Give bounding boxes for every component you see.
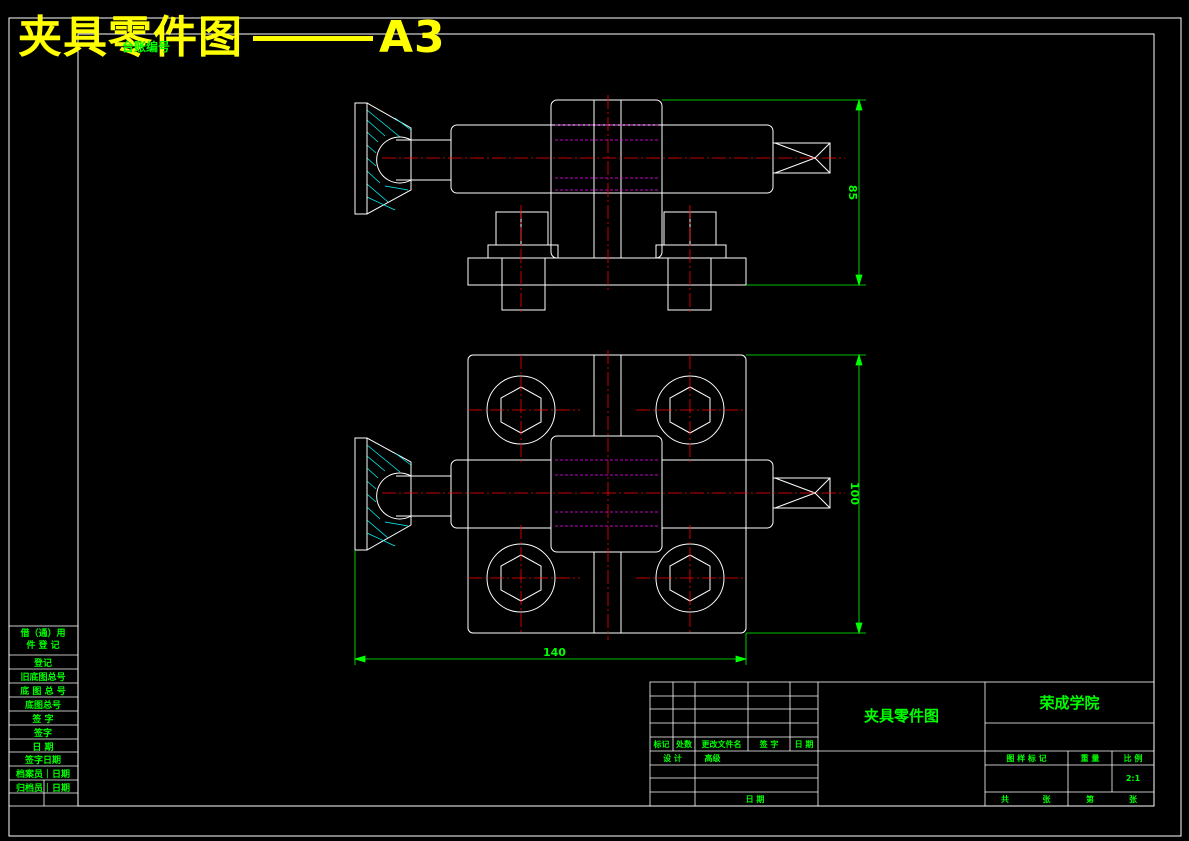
side-table-grid [8, 625, 79, 807]
row-approve-label: 日 期 [745, 795, 765, 804]
hatch-top [366, 109, 412, 211]
top-hidden-lines [555, 459, 660, 527]
side-row-10: 归档员｜日期 [15, 784, 70, 794]
info-label-1: 重 量 [1080, 754, 1100, 763]
sheet-label-1: 张 [1042, 795, 1051, 804]
side-row-6: 签字 [33, 729, 52, 739]
sheet-label-3: 张 [1129, 795, 1137, 804]
top-view [354, 354, 831, 634]
dim-height-top: 85 [846, 184, 860, 201]
info-label-0: 图 样 标 记 [1006, 754, 1047, 763]
side-row-4: 底图总号 [24, 701, 61, 711]
front-view [354, 99, 831, 311]
sheet-border [8, 17, 1182, 837]
row-design-label: 设 计 [663, 754, 682, 763]
sheet-label-2: 第 [1086, 795, 1094, 804]
top-center-lines [382, 350, 845, 640]
overlap-label: 台账编号 [122, 40, 171, 54]
sheet-banner: 夹具零件图 A3 [18, 10, 446, 66]
dim-width-bottom: 140 [543, 646, 566, 659]
header-col-2: 更改文件名 [701, 740, 742, 749]
scale-value: 2:1 [1125, 774, 1141, 783]
banner-dash [253, 35, 373, 41]
side-row-2: 旧底图总号 [20, 673, 66, 683]
dim-height-bottom: 100 [847, 482, 861, 505]
front-center-lines [382, 95, 845, 315]
dimension-lines [353, 98, 866, 665]
side-row-1: 登记 [33, 659, 52, 669]
banner-title: 夹具零件图 [18, 12, 243, 63]
side-row-8: 签字日期 [24, 756, 61, 766]
title-block-grid [649, 681, 1155, 807]
header-col-3: 签 字 [759, 740, 779, 749]
info-label-2: 比 例 [1123, 754, 1143, 763]
side-row-9: 档案员｜日期 [15, 770, 70, 780]
side-row-7: 日 期 [32, 743, 54, 753]
front-hidden-lines [555, 124, 660, 191]
header-col-4: 日 期 [794, 740, 814, 749]
row-design-value: 高级 [704, 754, 721, 763]
side-row-0: 借（通）用 件 登 记 [20, 629, 66, 651]
side-row-3: 底 图 总 号 [20, 687, 66, 697]
hatch-bottom [366, 444, 412, 547]
title-block-drawing-name: 夹具零件图 [863, 707, 939, 725]
title-block-school: 荣成学院 [1039, 694, 1100, 712]
sheet-label-0: 共 [1001, 795, 1009, 804]
header-col-0: 标记 [653, 740, 670, 749]
side-row-5: 签 字 [32, 715, 54, 725]
header-col-1: 处数 [676, 740, 692, 749]
banner-size: A3 [379, 12, 446, 63]
